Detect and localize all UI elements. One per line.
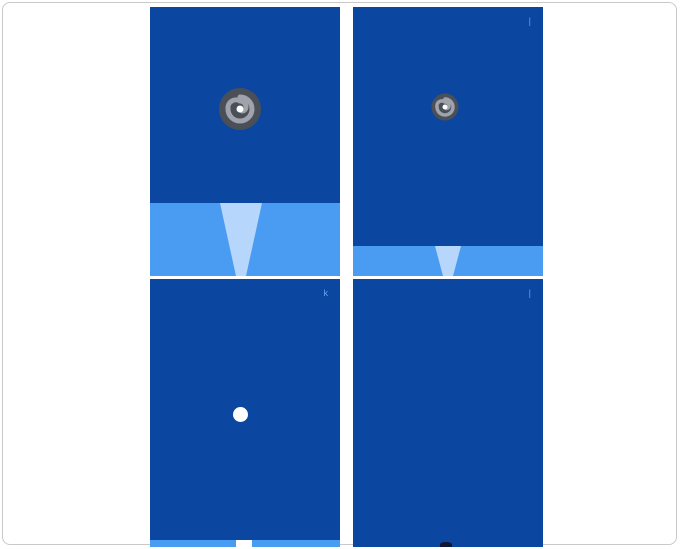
- spiral-icon: [218, 87, 262, 131]
- corner-mark: |: [529, 17, 531, 26]
- panel-bottom-left: k: [150, 279, 340, 547]
- ball-icon: [233, 407, 248, 422]
- spiral-icon: [431, 93, 459, 121]
- light-beam: [220, 203, 262, 276]
- light-beam: [435, 246, 461, 276]
- dot-icon: [440, 542, 452, 547]
- light-beam: [236, 540, 252, 547]
- panel-top-left: [150, 7, 340, 276]
- panel-top-right: |: [353, 7, 543, 276]
- panel-bottom-right: |: [353, 279, 543, 547]
- corner-mark: |: [529, 289, 531, 298]
- corner-mark: k: [324, 289, 329, 298]
